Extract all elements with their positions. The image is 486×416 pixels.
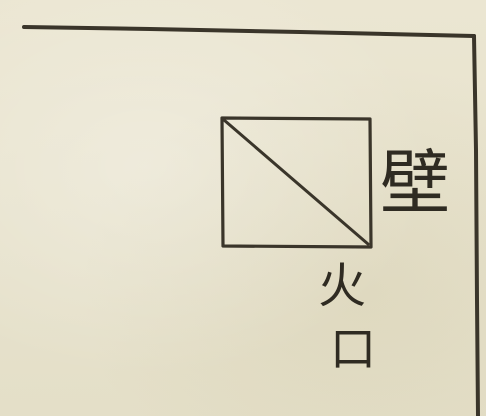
square-box <box>220 116 373 249</box>
diagonal-line <box>222 118 370 246</box>
top-border-line <box>22 25 476 38</box>
right-border-line <box>472 34 480 416</box>
label-wall: 壁 <box>380 142 450 224</box>
label-fire: 火 <box>318 258 367 314</box>
label-mouth: 口 <box>330 322 376 376</box>
